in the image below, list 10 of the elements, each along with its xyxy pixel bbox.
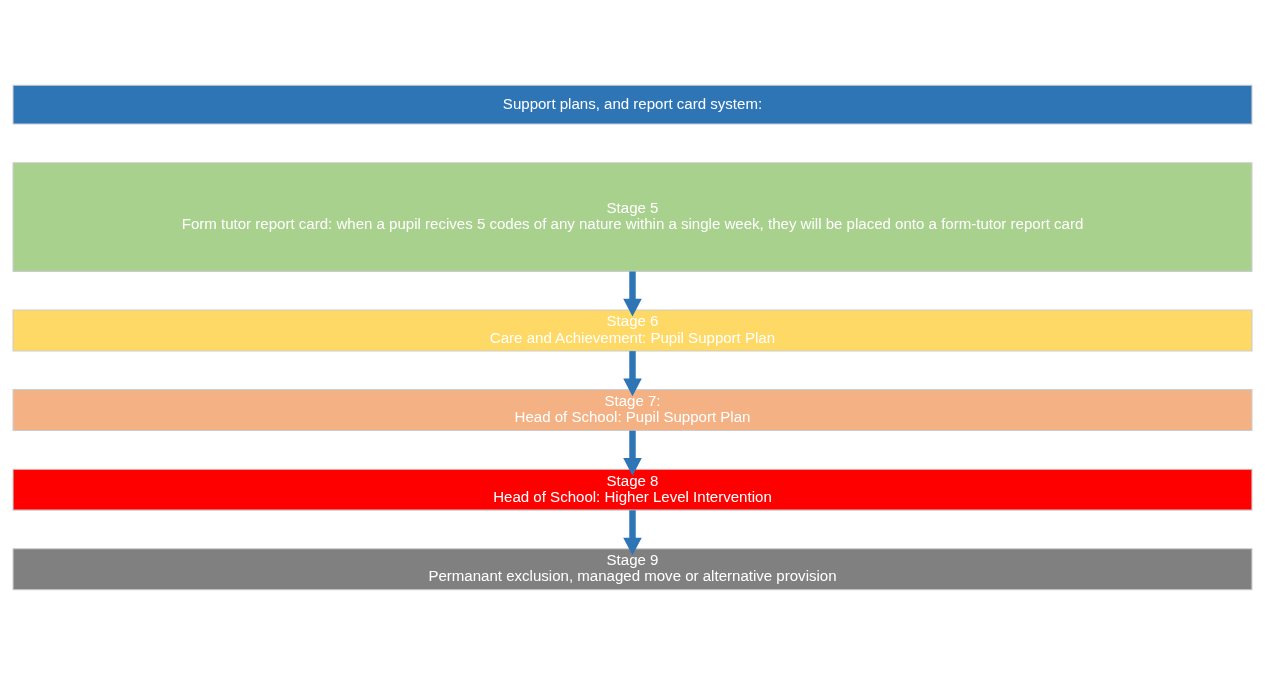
arrow <box>623 510 642 556</box>
node-box: Stage 5 Form tutor report card: when a pupil recives 5 codes of any nature within a single week, they will be placed onto a form-tutor report card <box>12 162 1253 272</box>
node-box: Support plans, and report card system: <box>12 84 1253 125</box>
node-box: Stage 8 Head of School: Higher Level Intervention <box>12 468 1253 511</box>
node-box: Stage 6 Care and Achievement: Pupil Support Plan <box>12 309 1253 352</box>
arrow <box>623 271 642 317</box>
arrow <box>623 351 642 397</box>
node-box: Stage 9 Permanant exclusion, managed move or alternative provision <box>12 548 1253 591</box>
node-box: Stage 7: Head of School: Pupil Support Plan <box>12 389 1253 432</box>
arrow <box>623 430 642 476</box>
